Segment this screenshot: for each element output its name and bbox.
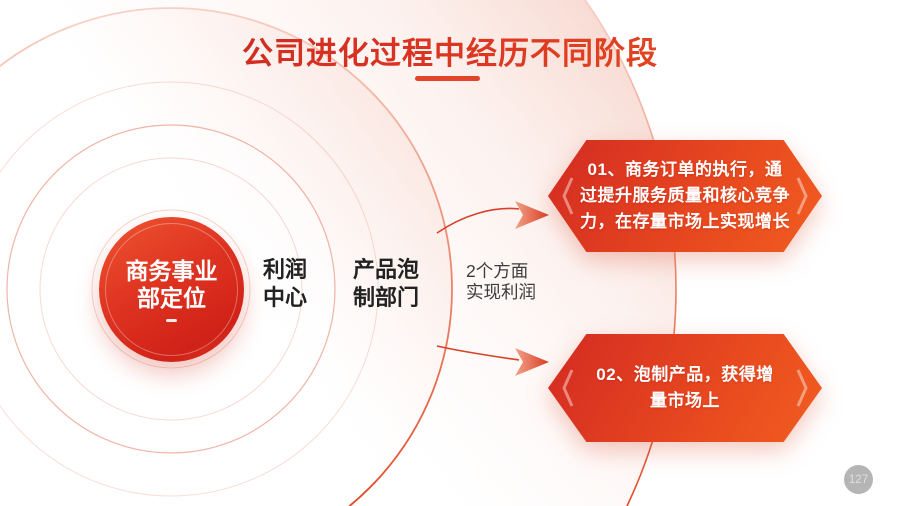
outcome-banner-02: 02、泡制产品，获得增 量市场上 (548, 334, 822, 442)
title-underline (415, 76, 480, 81)
note-two-aspects: 2个方面 实现利润 (466, 261, 536, 302)
arrowhead-top-icon (515, 201, 549, 229)
circle-inner-ring (105, 223, 238, 356)
chevron-left-icon (562, 177, 574, 215)
stage-label-product-dept: 产品泡 制部门 (352, 257, 419, 310)
page-number-badge: 127 (844, 465, 873, 494)
outcome-banner-01: 01、商务订单的执行，通 过提升服务质量和核心竞争 力，在存量市场上实现增长 (548, 140, 822, 252)
chevron-right-icon (796, 177, 808, 215)
chevron-right-icon (796, 369, 808, 407)
slide-title: 公司进化过程中经历不同阶段 (0, 28, 900, 73)
center-circle: 商务事业 部定位 (99, 217, 244, 362)
connector-arrow-bottom (436, 345, 549, 376)
arrowhead-bottom-icon (515, 348, 549, 376)
stage-label-profit-center: 利润 中心 (262, 257, 307, 310)
chevron-left-icon (562, 369, 574, 407)
connector-arrow-top (436, 201, 549, 234)
